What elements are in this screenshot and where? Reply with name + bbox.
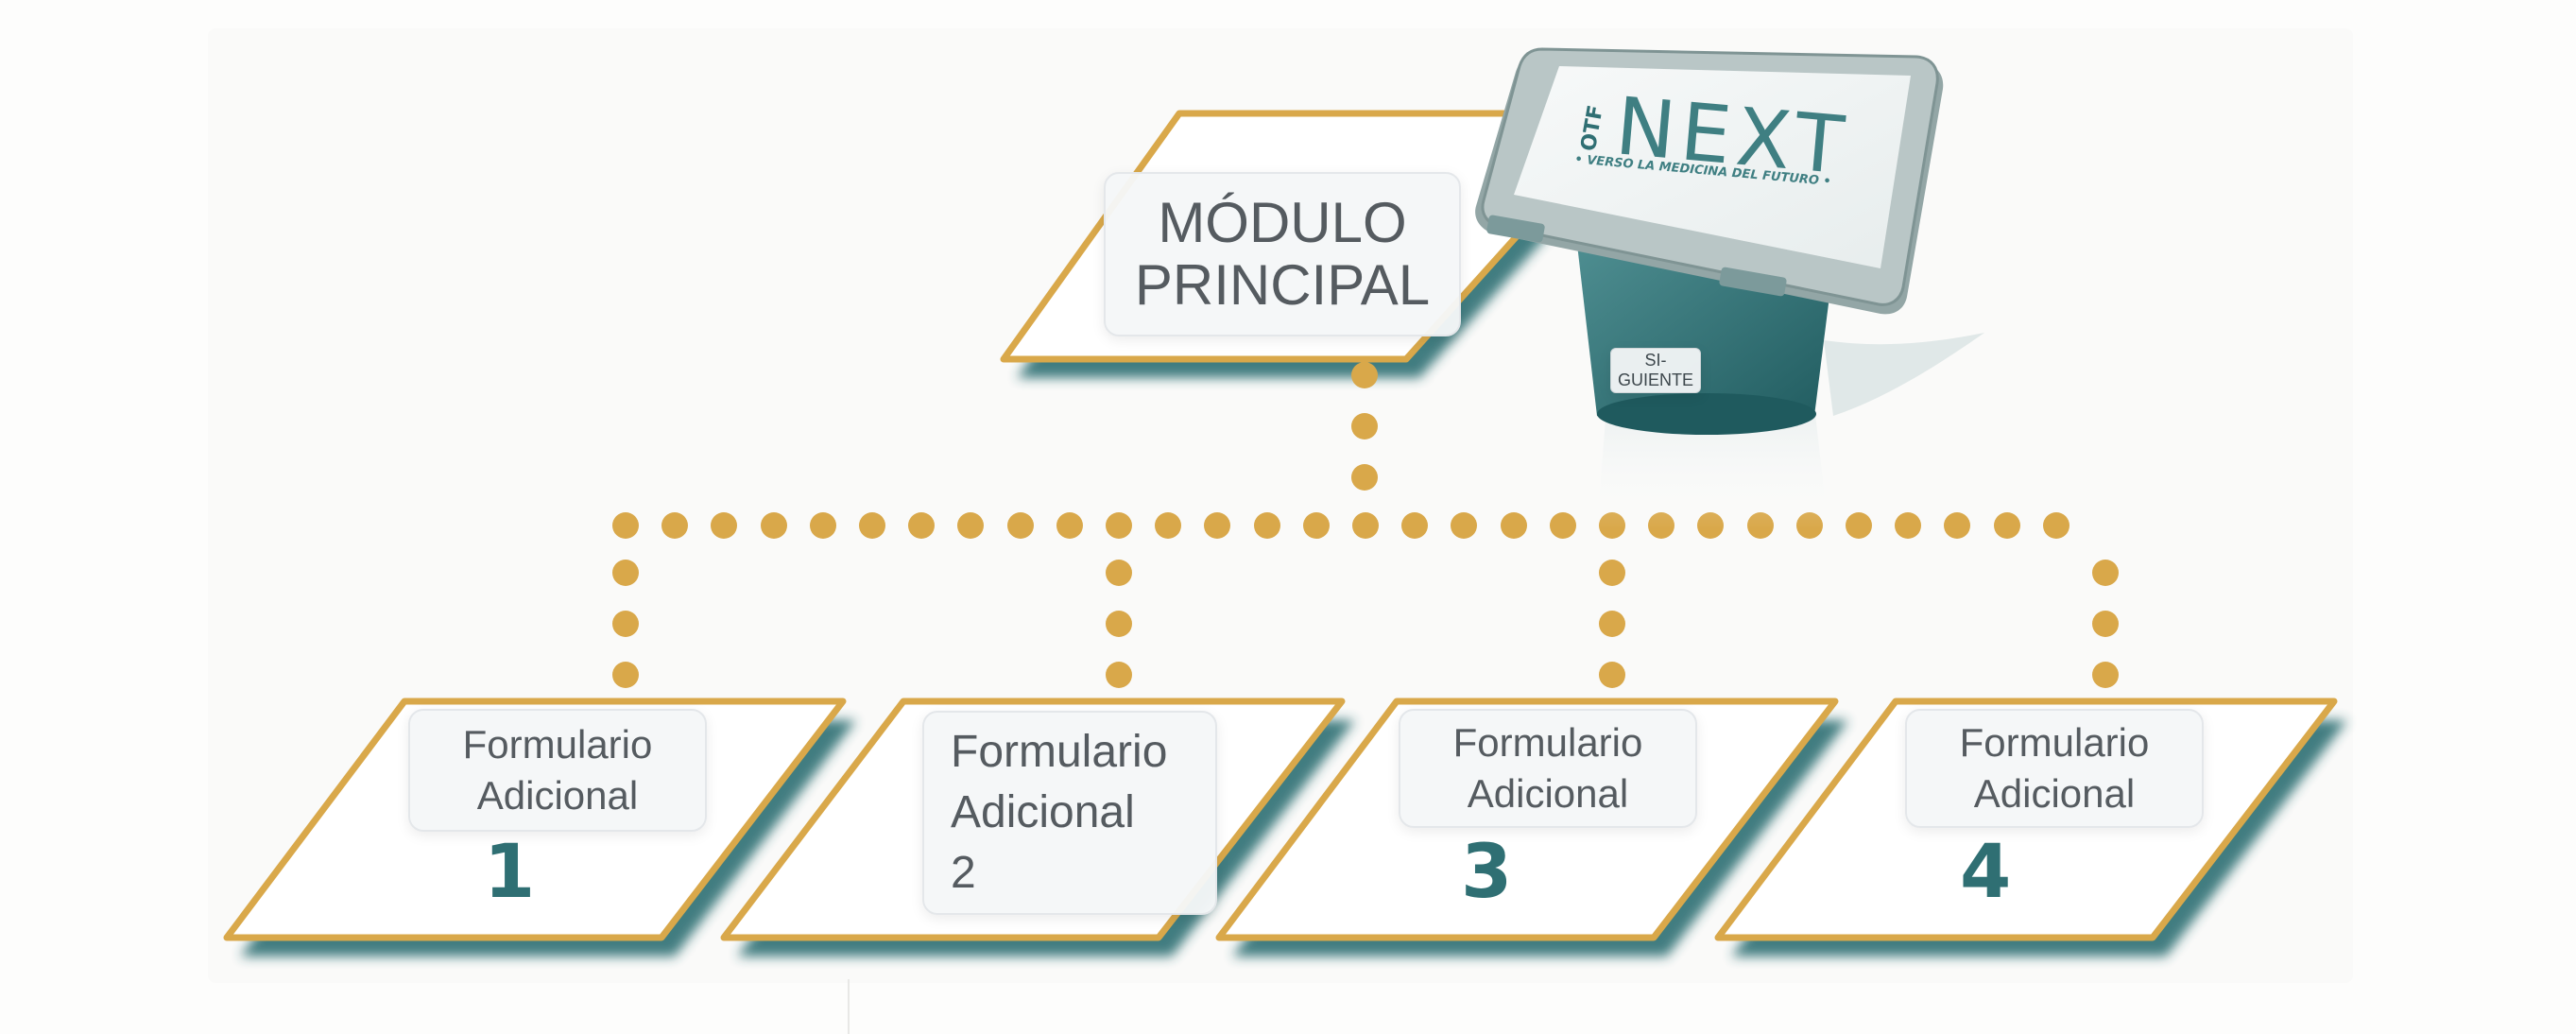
main-module-line-1: MÓDULO [1158, 191, 1407, 254]
connector-dot [908, 512, 935, 539]
form-card-1[interactable]: Formulario Adicional [408, 709, 707, 832]
form-card-4[interactable]: Formulario Adicional [1905, 709, 2204, 828]
form-4-line-1: Formulario [1959, 720, 2150, 765]
connector-dot [1254, 512, 1280, 539]
connector-dot [661, 512, 688, 539]
connector-dot [2043, 512, 2069, 539]
connector-dot [957, 512, 984, 539]
connector-dot [1106, 560, 1132, 586]
connector-dot [1599, 611, 1625, 637]
connector-dot [612, 611, 639, 637]
form-3-line-1: Formulario [1452, 720, 1643, 765]
connector-dot [612, 512, 639, 539]
connector-dot [1599, 560, 1625, 586]
connector-dot [711, 512, 737, 539]
connector-dot [1351, 362, 1378, 388]
connector-dot [612, 560, 639, 586]
connector-dot [761, 512, 787, 539]
connector-dot [1944, 512, 1970, 539]
form-2-line-1: Formulario [951, 727, 1168, 777]
connector-dot [1895, 512, 1921, 539]
connector-dot [1352, 512, 1379, 539]
next-button[interactable]: SI- GUIENTE [1610, 348, 1701, 393]
form-number-1: 1 [484, 830, 536, 915]
form-number-3: 3 [1461, 830, 1513, 915]
logo-name: NEXT [1612, 79, 1853, 192]
connector-dot [1351, 464, 1378, 491]
form-2-line-2: Adicional [951, 787, 1135, 837]
main-module-line-2: PRINCIPAL [1134, 253, 1431, 317]
connector-dot [2092, 662, 2119, 688]
connector-dot [1451, 512, 1477, 539]
connector-dot [1401, 512, 1428, 539]
form-4-line-2: Adicional [1973, 771, 2136, 816]
connector-dot [612, 662, 639, 688]
next-button-line-2: GUIENTE [1617, 371, 1693, 389]
connector-dot [1351, 413, 1378, 439]
connector-dot [810, 512, 836, 539]
form-card-2[interactable]: Formulario Adicional 2 [922, 711, 1217, 915]
connector-dot [1994, 512, 2020, 539]
form-2-number: 2 [951, 848, 976, 898]
connector-dot [1056, 512, 1083, 539]
connector-dot [2092, 560, 2119, 586]
connector-dot [2092, 611, 2119, 637]
form-3-line-2: Adicional [1467, 771, 1629, 816]
connector-dot [1501, 512, 1527, 539]
connector-dot [1550, 512, 1576, 539]
main-module-card[interactable]: MÓDULO PRINCIPAL [1104, 172, 1461, 336]
form-1-line-1: Formulario [462, 722, 653, 767]
connector-dot [1106, 662, 1132, 688]
form-1-line-2: Adicional [476, 773, 639, 818]
connector-dot [1106, 512, 1132, 539]
connector-dot [1204, 512, 1230, 539]
connector-dot [1846, 512, 1872, 539]
connector-dot [1599, 662, 1625, 688]
form-card-3[interactable]: Formulario Adicional [1399, 709, 1697, 828]
connector-dot [859, 512, 885, 539]
connector-dot [1155, 512, 1181, 539]
next-button-line-1: SI- [1644, 351, 1667, 370]
form-number-4: 4 [1960, 830, 2012, 915]
connector-dot [1106, 611, 1132, 637]
connector-dot [1007, 512, 1034, 539]
connector-dot [1303, 512, 1330, 539]
